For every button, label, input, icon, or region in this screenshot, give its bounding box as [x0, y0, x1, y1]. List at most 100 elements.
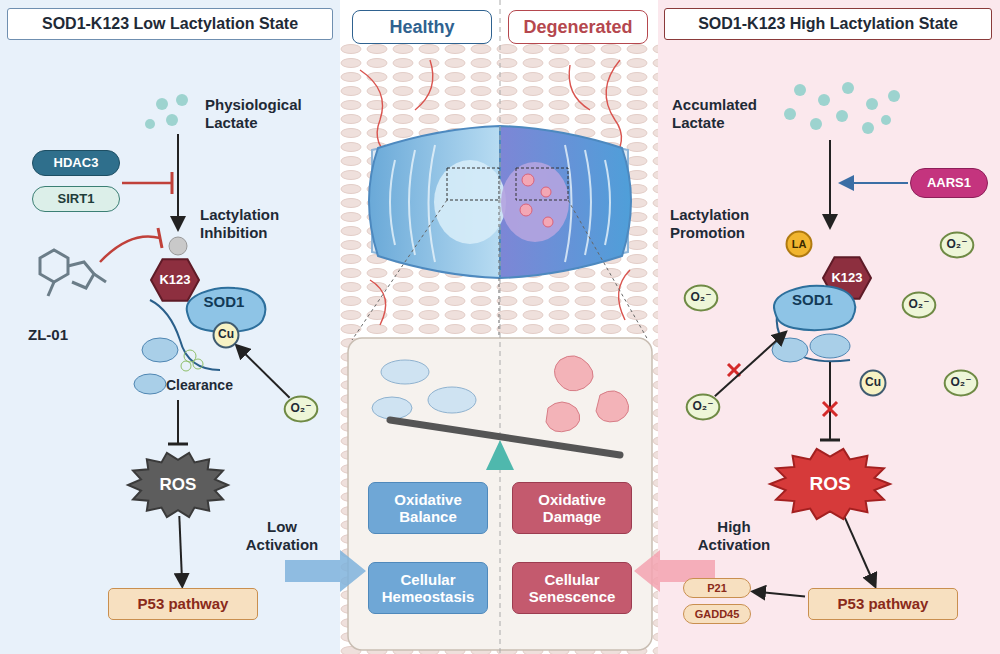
illustration-circle	[176, 94, 188, 106]
burst-shape: ROS	[128, 452, 228, 518]
illustration-path	[554, 356, 593, 391]
illustration-circle	[836, 110, 848, 122]
annotation-label: High Activation	[684, 518, 784, 554]
illustration-ellipse	[134, 374, 166, 394]
process-box: P53 pathway	[808, 588, 958, 620]
illustration-circle	[156, 98, 168, 110]
illustration-path	[94, 274, 106, 282]
illustration-g	[772, 334, 850, 362]
illustration-line	[168, 443, 188, 446]
circ-shape: O₂⁻	[944, 370, 978, 396]
hexagon-shape	[151, 259, 199, 300]
illustration-path	[415, 60, 433, 110]
process-box: SOD1-K123 Low Lactylation State	[7, 8, 333, 40]
protein-blob	[774, 286, 855, 330]
illustration-circle	[862, 122, 874, 134]
burst-shape: ROS	[770, 448, 890, 520]
process-box: HDAC3	[32, 150, 120, 176]
circ-shape: Cu	[213, 322, 239, 348]
node-text: ROS	[160, 475, 197, 495]
node-text: AARS1	[927, 176, 971, 191]
process-box: GADD45	[683, 604, 751, 624]
node-text: Cellular Senescence	[519, 571, 625, 606]
process-box: Oxidative Balance	[368, 482, 488, 534]
illustration-circle	[193, 359, 203, 369]
circ-shape: O₂⁻	[684, 285, 718, 311]
zl01-molecule	[40, 250, 106, 296]
illustration-path	[569, 65, 590, 110]
circle-shape	[941, 233, 974, 258]
illustration-path	[370, 280, 386, 325]
node-text: Oxidative Damage	[519, 491, 625, 526]
illustration-circle	[888, 90, 900, 102]
node-text: SOD1-K123 High Lactylation State	[698, 15, 958, 33]
process-box: SIRT1	[32, 186, 120, 212]
node-text: ROS	[809, 473, 850, 495]
node-text: O₂⁻	[947, 238, 968, 252]
illustration-line	[390, 420, 620, 455]
circle-shape	[945, 371, 978, 396]
annotation-label: Low Activation	[232, 518, 332, 554]
illustration-path	[585, 150, 591, 255]
illustration-g	[784, 82, 900, 134]
illustration-circle	[818, 94, 830, 106]
illustration-g	[360, 60, 630, 325]
process-box: SOD1-K123 High Lactylation State	[664, 8, 992, 40]
illustration-g	[145, 94, 188, 129]
illustration-rect	[516, 168, 568, 200]
illustration-circle	[543, 217, 553, 227]
illustration-line	[829, 362, 831, 440]
annotation-label: Lactylation Inhibition	[200, 206, 325, 242]
annotation-label: Lactylation Promotion	[670, 206, 795, 242]
circle-shape	[861, 371, 886, 396]
illustration-circle	[810, 118, 822, 130]
illustration-path	[596, 391, 629, 422]
illustration-rect	[658, 0, 1000, 654]
node-text: GADD45	[695, 608, 740, 621]
node-text: SOD1	[204, 293, 245, 310]
node-text: Cu	[865, 376, 881, 390]
node-text: P53 pathway	[838, 595, 929, 612]
illustration-path	[605, 160, 610, 245]
illustration-ellipse	[772, 338, 808, 362]
annotation-label: Accumlated Lactate	[672, 96, 792, 132]
illustration-path	[499, 200, 500, 340]
illustration-path	[568, 200, 648, 340]
illustration-circle	[842, 82, 854, 94]
connector-arrow	[715, 333, 785, 396]
illustration-line	[122, 182, 172, 185]
circle-shape	[687, 395, 720, 420]
illustration-path	[390, 160, 395, 245]
illustration-ellipse	[142, 338, 178, 362]
illustration-line	[829, 140, 831, 226]
illustration-line	[177, 134, 179, 228]
illustration-ellipse	[428, 387, 476, 413]
illustration-circle	[145, 119, 155, 129]
illustration-line	[500, 0, 501, 654]
process-box: Cellular Hemeostasis	[368, 562, 488, 614]
circ-shape: O₂⁻	[902, 292, 936, 318]
node-text: K123	[159, 273, 190, 288]
illustration-circle	[169, 237, 187, 255]
illustration-circle	[784, 108, 796, 120]
node-text: SIRT1	[58, 192, 95, 207]
illustration-polygon	[285, 550, 366, 592]
process-box: AARS1	[910, 168, 988, 198]
illustration-line	[171, 172, 174, 194]
process-box: Healthy	[352, 10, 492, 44]
circle-shape	[685, 286, 718, 311]
illustration-path	[546, 402, 580, 432]
circ-shape: O₂⁻	[284, 396, 318, 422]
illustration-circle	[181, 361, 191, 371]
process-box: P53 pathway	[108, 588, 258, 620]
node-text: O₂⁻	[909, 298, 930, 312]
illustration-line	[823, 402, 837, 416]
process-box: Degenerated	[508, 10, 648, 44]
illustration-path	[100, 236, 160, 262]
circ-shape: O₂⁻	[686, 394, 720, 420]
node-text: O₂⁻	[691, 291, 712, 305]
illustration-g	[372, 360, 476, 419]
process-box: Oxidative Damage	[512, 482, 632, 534]
